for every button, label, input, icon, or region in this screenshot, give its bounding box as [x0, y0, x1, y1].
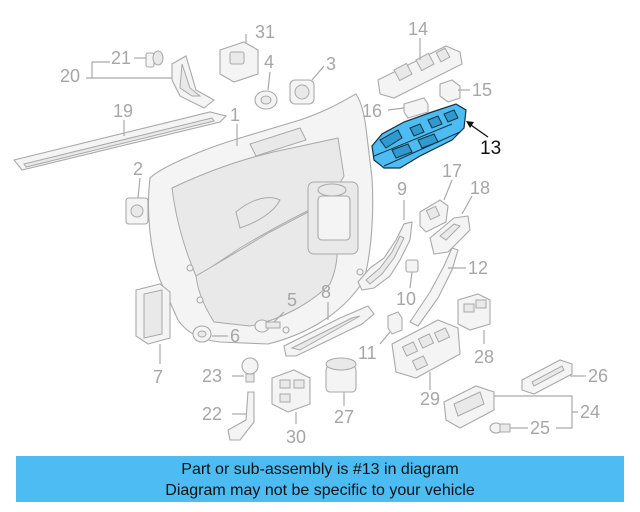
part-11-clip — [387, 311, 403, 335]
callout-27: 27 — [334, 407, 354, 427]
callout-16: 16 — [362, 101, 382, 121]
part-28-switch — [457, 293, 491, 331]
callout-8: 8 — [321, 282, 331, 302]
part-16-clip — [403, 97, 429, 119]
part-15-clip — [439, 79, 461, 103]
part-2-tweeter — [125, 197, 149, 225]
part-19-molding-strip — [13, 111, 228, 171]
part-14-switch-bezel — [377, 45, 463, 99]
callout-12: 12 — [468, 258, 488, 278]
part-26-handle — [521, 359, 573, 395]
callout-24: 24 — [580, 402, 600, 422]
callout-25: 25 — [530, 418, 550, 438]
part-27-switch — [325, 357, 357, 393]
part-23-clip — [241, 357, 259, 383]
callout-31: 31 — [255, 22, 275, 42]
part-13-armrest-switch-assembly — [371, 103, 467, 169]
callout-22: 22 — [202, 404, 222, 424]
callout-21: 21 — [111, 48, 131, 68]
part-7-bracket — [135, 283, 171, 345]
callout-23: 23 — [202, 366, 222, 386]
part-29-window-switch — [391, 319, 461, 379]
part-3-speaker — [289, 79, 315, 105]
caption-line-2: Diagram may not be specific to your vehi… — [165, 482, 475, 499]
part-12-trim-strip — [409, 247, 459, 327]
callout-2: 2 — [133, 159, 143, 179]
part-21-screw — [145, 50, 164, 68]
callout-10: 10 — [396, 289, 416, 309]
callout-7: 7 — [153, 367, 163, 387]
part-10-clip — [405, 259, 419, 273]
callout-14: 14 — [408, 19, 428, 39]
caption-line-1: Part or sub-assembly is #13 in diagram — [181, 461, 459, 478]
part-9-handle-bezel — [357, 221, 413, 291]
callout-26: 26 — [588, 366, 608, 386]
callout-19: 19 — [113, 101, 133, 121]
part-30-switch — [271, 369, 311, 413]
part-8-pull-handle-insert — [283, 305, 375, 357]
callout-17: 17 — [442, 161, 462, 181]
part-17-switch — [419, 199, 449, 233]
callout-13: 13 — [480, 138, 501, 159]
caption-banner: Part or sub-assembly is #13 in diagram D… — [16, 456, 624, 502]
callout-20: 20 — [60, 66, 80, 86]
callout-18: 18 — [470, 178, 490, 198]
callout-9: 9 — [397, 179, 407, 199]
callout-11: 11 — [358, 343, 377, 363]
part-24-handle-housing — [443, 385, 495, 429]
callout-30: 30 — [286, 427, 306, 447]
parts-diagram: 1 19 20 21 31 4 3 1 — [13, 19, 608, 447]
callout-29: 29 — [420, 389, 440, 409]
part-4-grommet — [254, 90, 278, 110]
part-1-door-trim-panel — [147, 93, 374, 345]
callout-4: 4 — [264, 52, 274, 72]
part-18-switch-bezel — [429, 215, 471, 255]
part-20-mirror-cover — [171, 55, 215, 109]
part-22-bracket — [227, 391, 255, 441]
callout-1: 1 — [230, 105, 240, 125]
callout-3: 3 — [326, 54, 336, 74]
part-6-clip — [192, 325, 212, 343]
callout-6: 6 — [230, 326, 240, 346]
part-5-screw — [254, 319, 281, 333]
callout-5: 5 — [287, 290, 297, 310]
part-31-mirror-switch — [219, 41, 259, 83]
callout-15: 15 — [472, 80, 492, 100]
part-25-screw — [489, 422, 511, 434]
callout-28: 28 — [474, 347, 494, 367]
